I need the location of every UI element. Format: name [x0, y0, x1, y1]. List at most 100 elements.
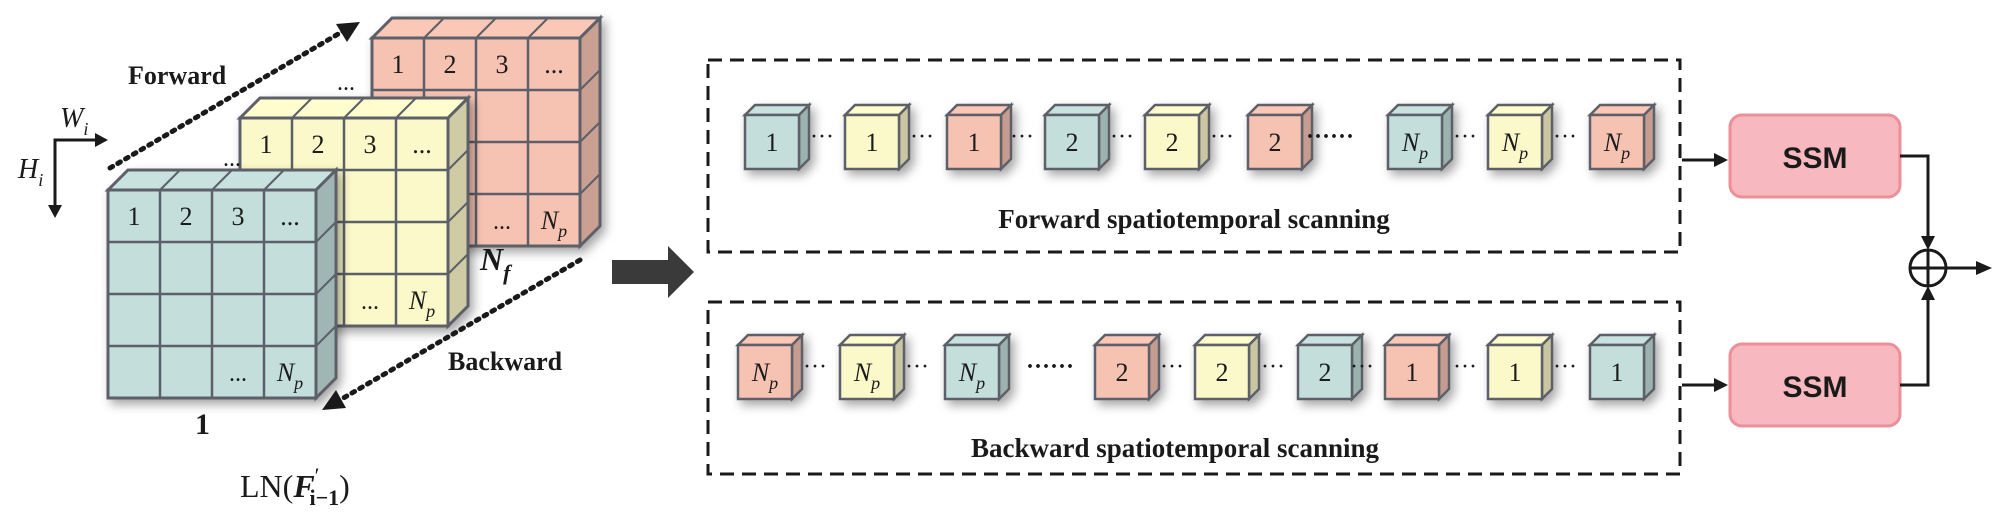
forward-cube-5-label: 2 [1166, 128, 1179, 157]
backward-separator: ··· [1350, 354, 1374, 380]
forward-separator: ··· [1453, 124, 1477, 150]
backward-cube-4: 2 [1091, 331, 1163, 403]
back-frame-ellipsis-cell: ... [493, 209, 511, 235]
middle-frame-ellipsis-cell: ... [361, 289, 379, 315]
backward-cube-6: 2 [1294, 331, 1366, 403]
backward-cube-6-label: 2 [1319, 358, 1332, 387]
axis-indicator: Wi Hi [17, 103, 108, 218]
backward-cube-3: Np [941, 331, 1013, 403]
backward-cube-3-label: Np [958, 358, 985, 393]
backward-cube-2-label: Np [853, 358, 880, 393]
backward-cube-4-label: 2 [1116, 358, 1129, 387]
back-frame-label: Nf [479, 241, 513, 285]
forward-cube-1-label: 1 [766, 128, 779, 157]
forward-dotted-arrow [107, 22, 360, 171]
backward-separator: ··· [1553, 354, 1577, 380]
backward-separator: ··· [905, 354, 929, 380]
middle-frame-header-cell: 1 [260, 130, 273, 159]
backward-caption: Backward spatiotemporal scanning [971, 433, 1380, 463]
forward-separator: ··· [1110, 124, 1134, 150]
ssm-top-label: SSM [1782, 142, 1847, 175]
backward-separator: ······ [1026, 354, 1074, 380]
forward-cube-5: 2 [1141, 101, 1213, 173]
backward-cube-9-label: 1 [1611, 358, 1624, 387]
back-frame-header-cell: 2 [444, 50, 457, 79]
forward-cube-4: 2 [1041, 101, 1113, 173]
back-frame-header-cell: 1 [392, 50, 405, 79]
backward-separator: ··· [1261, 354, 1285, 380]
height-axis-label: Hi [17, 154, 43, 190]
backward-cube-7-label: 1 [1406, 358, 1419, 387]
forward-cube-6: 2 [1244, 101, 1316, 173]
forward-separator: ··· [1210, 124, 1234, 150]
middle-frame-header-cell: 2 [312, 130, 325, 159]
forward-separator: ··· [1010, 124, 1034, 150]
front-frame-header-cell: 1 [128, 202, 141, 231]
back-frame-last-cell: Np [540, 206, 567, 241]
backward-to-ssm-arrow [1682, 378, 1728, 392]
output-arrow [1946, 261, 1992, 275]
forward-cube-8: Np [1484, 101, 1556, 173]
forward-scan-box [706, 58, 1682, 254]
backward-separator: ··· [1160, 354, 1184, 380]
backward-cube-7: 1 [1381, 331, 1453, 403]
forward-separator: ··· [1553, 124, 1577, 150]
forward-cube-6-label: 2 [1269, 128, 1282, 157]
backward-scan-box [706, 300, 1682, 476]
stack-caption: LN(F′i−1) [240, 463, 350, 510]
forward-separator: ··· [810, 124, 834, 150]
forward-caption: Forward spatiotemporal scanning [998, 204, 1390, 234]
frame-grid-front: 1 2 3...... Np [104, 166, 340, 402]
front-frame-last-cell: Np [276, 358, 303, 393]
forward-cube-9-label: Np [1603, 128, 1630, 163]
backward-cube-8-label: 1 [1509, 358, 1522, 387]
backward-separator: ··· [803, 354, 827, 380]
backward-separator: ··· [1453, 354, 1477, 380]
backward-dotted-arrow [322, 257, 583, 410]
ssm-bottom-label: SSM [1782, 371, 1847, 404]
forward-separator: ······ [1306, 124, 1354, 150]
forward-cube-3: 1 [943, 101, 1015, 173]
backward-label: Backward [448, 347, 563, 376]
sum-icon [1908, 248, 1948, 288]
front-frame-header-cell: ... [280, 202, 300, 231]
front-frame-header-cell: 3 [232, 202, 245, 231]
back-frame-header-cell: ... [544, 50, 564, 79]
middle-frame-header-cell: ... [412, 130, 432, 159]
width-arrow-icon [95, 133, 108, 147]
forward-cube-2: 1 [841, 101, 913, 173]
backward-cube-1: Np [734, 331, 806, 403]
back-frame-header-cell: 3 [496, 50, 509, 79]
forward-cube-8-label: Np [1501, 128, 1528, 163]
front-frame-label: 1 [195, 408, 210, 441]
height-arrow-icon [48, 205, 62, 218]
backward-cube-1-label: Np [751, 358, 778, 393]
big-right-arrow-icon [612, 246, 694, 298]
forward-to-ssm-arrow [1682, 153, 1728, 167]
frame-grid-middle: 1 2 3...... Np [236, 94, 472, 330]
forward-cube-4-label: 2 [1066, 128, 1079, 157]
front-frame-ellipsis-cell: ... [229, 361, 247, 387]
stack-ellipsis: ... [223, 146, 241, 172]
forward-label: Forward [128, 61, 227, 90]
backward-cube-9: 1 [1586, 331, 1658, 403]
forward-cube-3-label: 1 [968, 128, 981, 157]
forward-cube-7-label: Np [1401, 128, 1428, 163]
ssm-top-to-sum-arrow [1900, 154, 1935, 250]
front-frame-header-cell: 2 [180, 202, 193, 231]
stack-ellipsis: ... [337, 70, 355, 96]
middle-frame-last-cell: Np [408, 286, 435, 321]
forward-cube-9: Np [1586, 101, 1658, 173]
ssm-bottom-to-sum-arrow [1900, 286, 1935, 387]
forward-cube-2-label: 1 [866, 128, 879, 157]
width-axis-label: Wi [60, 103, 88, 139]
backward-cube-5-label: 2 [1216, 358, 1229, 387]
forward-separator: ··· [910, 124, 934, 150]
middle-frame-header-cell: 3 [364, 130, 377, 159]
forward-cube-7: Np [1384, 101, 1456, 173]
ssm-block-top: SSM [1728, 113, 1902, 199]
frame-stack: 1 2 3...... Np 1 2 3...... Np 1 2 3...... Np ....… [104, 14, 604, 402]
